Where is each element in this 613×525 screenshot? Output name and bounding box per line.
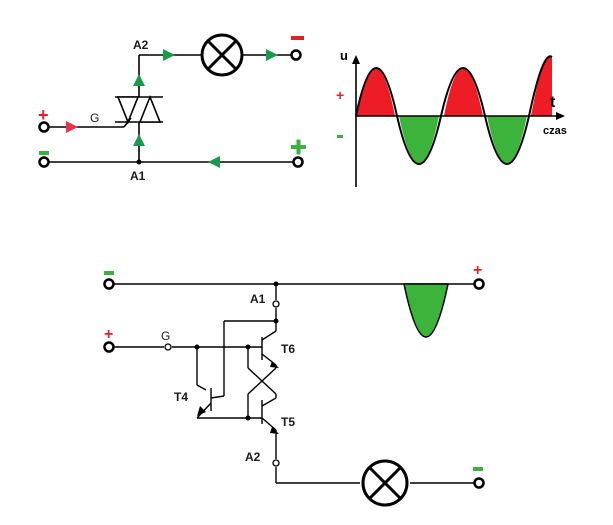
sign-minus: [473, 467, 483, 471]
wave-negative-fill: [399, 116, 527, 164]
current-arrow: [163, 49, 175, 61]
label-a2: A2: [245, 450, 261, 464]
junction-dot: [273, 318, 279, 324]
current-arrow: [208, 156, 220, 168]
label-g: G: [90, 111, 99, 125]
sign-plus-green: [291, 139, 306, 155]
transistor-icon: [197, 406, 206, 416]
current-arrow: [133, 134, 145, 146]
gate-arrow: [66, 121, 78, 133]
terminal-icon: [103, 341, 115, 353]
sign-minus: [39, 151, 49, 155]
sign-plus: +: [473, 262, 482, 279]
junction-dot: [136, 159, 142, 165]
triac-icon: [115, 94, 163, 125]
y-axis-arrow: [352, 55, 360, 64]
x-axis-arrow: [556, 112, 565, 120]
terminal-icon: [38, 156, 50, 168]
node-a1: [272, 300, 280, 308]
label-t6: T6: [281, 342, 295, 356]
axis-u-label: u: [340, 48, 348, 63]
wave-sign-minus: [337, 135, 343, 138]
transistor-icon: [270, 427, 279, 434]
label-a2: A2: [133, 38, 149, 52]
sign-plus: +: [104, 326, 113, 343]
label-a1: A1: [130, 169, 146, 183]
axis-t-label: t: [550, 94, 556, 111]
label-a1: A1: [250, 292, 266, 306]
node-a2: [272, 459, 280, 467]
label-g: G: [161, 329, 170, 343]
junction-dot: [245, 415, 251, 421]
current-arrow: [133, 74, 145, 86]
top-wires: [47, 54, 296, 163]
sign-minus: [104, 271, 114, 275]
wave-positive-fill: [356, 56, 552, 116]
node-g: [164, 343, 172, 351]
top-triac-circuit: A2 A1 G +: [38, 33, 306, 183]
label-t5: T5: [281, 415, 295, 429]
sign-plus: +: [38, 105, 49, 125]
lamp-icon: [361, 459, 409, 507]
waveform-chart: u t czas +: [336, 48, 567, 187]
terminal-icon: [292, 156, 304, 168]
junction-dot: [273, 281, 279, 287]
terminal-icon: [473, 477, 485, 489]
terminal-icon: [103, 278, 115, 290]
terminal-icon: [473, 278, 485, 290]
bottom-transistor-circuit: A1 G T6 T4 T5 A2 + +: [103, 262, 485, 507]
wave-sign-plus: +: [336, 87, 344, 103]
half-wave-negative: [403, 283, 449, 338]
current-arrow: [266, 49, 278, 61]
sign-minus: [291, 36, 304, 40]
junction-dot: [245, 344, 251, 350]
terminal-icon: [38, 121, 50, 133]
junction-dot: [194, 344, 200, 350]
label-t4: T4: [174, 390, 188, 404]
transistor-icon: [270, 361, 279, 368]
axis-czas-label: czas: [543, 125, 567, 137]
terminal-icon: [290, 49, 302, 61]
lamp-icon: [200, 33, 244, 77]
